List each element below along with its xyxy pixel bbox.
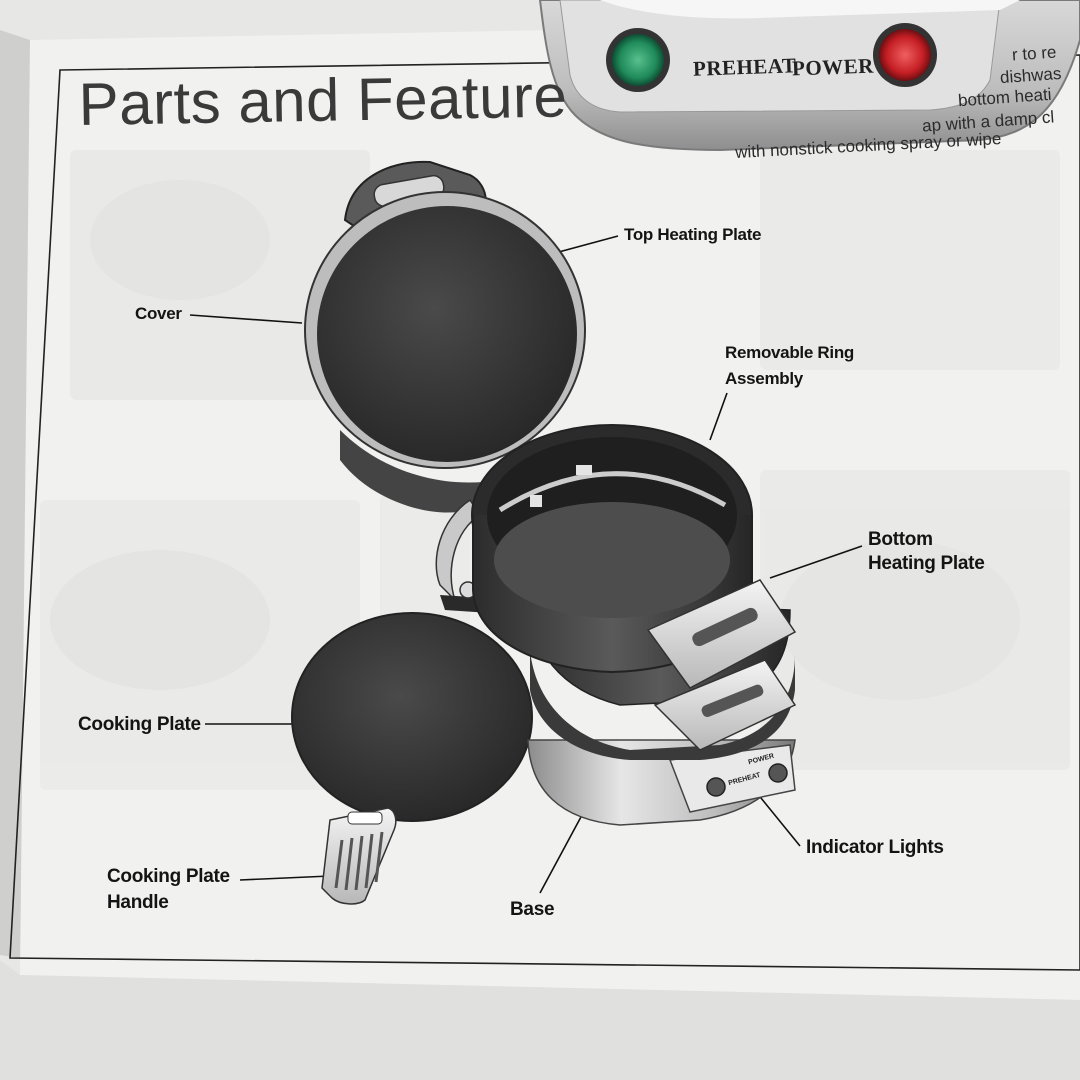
background-show-through [40, 150, 1070, 790]
label-indicator-lights: Indicator Lights [806, 837, 944, 858]
power-lamp [879, 29, 931, 81]
leader-base [539, 814, 583, 894]
power-lamp-diagram [768, 763, 788, 783]
base-unit [527, 739, 796, 826]
leader-bottom-heating-plate [769, 545, 863, 579]
power-label: POWER [791, 53, 875, 81]
label-cooking-plate: Cooking Plate [78, 714, 201, 735]
page-title: Parts and Feature [78, 62, 568, 138]
label-bottom-heating-plate-line1: Bottom [868, 529, 933, 550]
cooking-plate [291, 612, 533, 822]
label-bottom-heating-plate-line2: Heating Plate [868, 553, 985, 574]
cover-lid [304, 160, 586, 513]
bleed-text-2: dishwas [999, 63, 1062, 88]
preheat-label: PREHEAT [692, 53, 797, 81]
ring-stack [471, 424, 797, 760]
label-removable-ring-line2: Assembly [725, 369, 803, 388]
label-cooking-plate-handle-line1: Cooking Plate [107, 866, 230, 887]
label-removable-ring-line1: Removable Ring [725, 343, 854, 362]
cooking-plate-handle [321, 807, 397, 905]
label-top-heating-plate: Top Heating Plate [624, 225, 762, 244]
table-surface [0, 960, 1080, 1080]
leader-cooking-plate-handle [239, 875, 331, 881]
sandwich-maker-device [538, 0, 1080, 152]
preheat-lamp [612, 34, 664, 86]
label-base: Base [510, 899, 555, 920]
leader-removable-ring [709, 392, 728, 441]
leader-cover [189, 314, 303, 324]
label-cooking-plate-handle-line2: Handle [107, 892, 169, 913]
preheat-lamp-diagram [706, 777, 726, 797]
bleed-text-1: r to re [1011, 42, 1057, 65]
label-cover: Cover [135, 304, 182, 323]
